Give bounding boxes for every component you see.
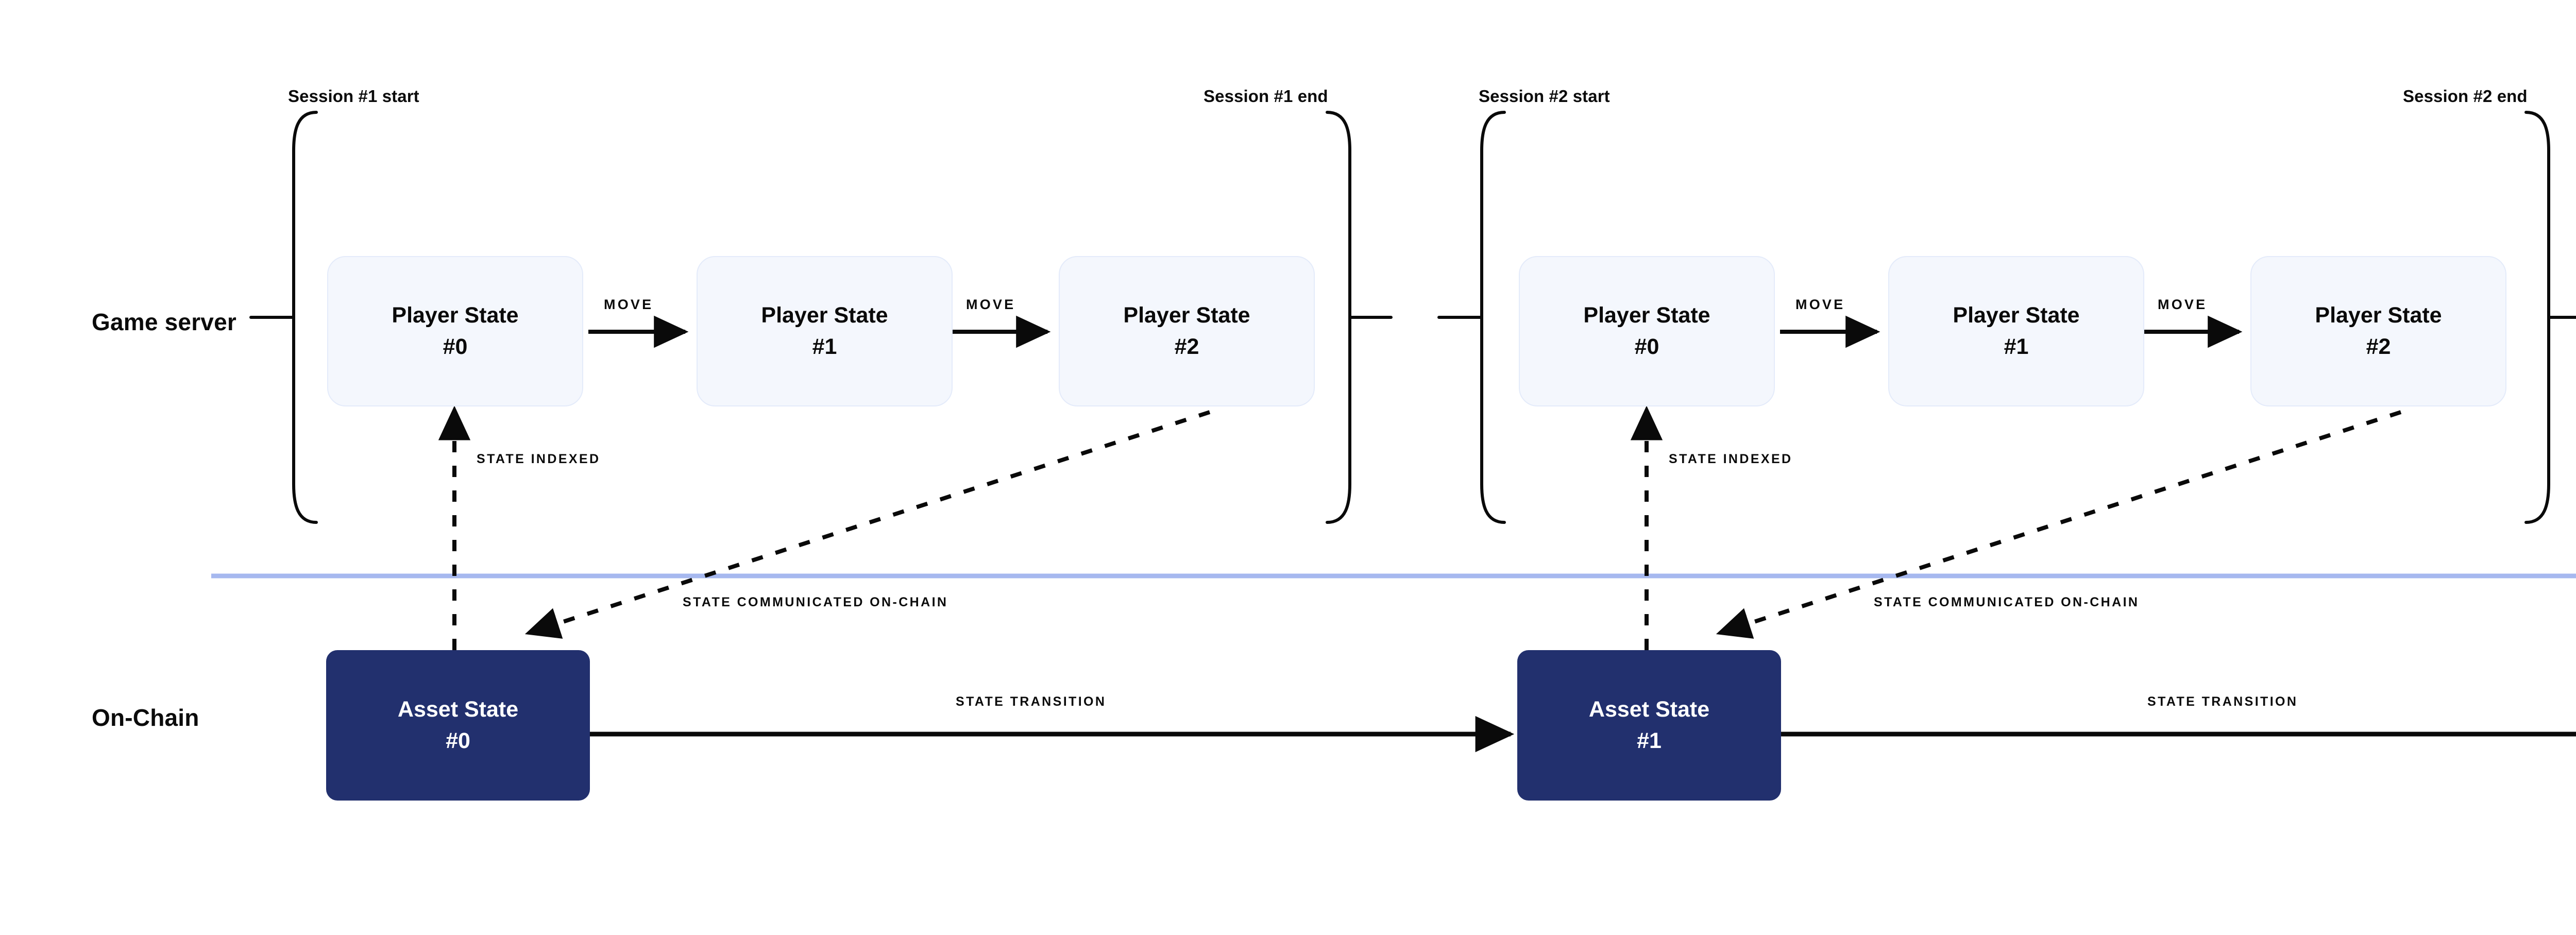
player-state-title: Player State bbox=[1953, 302, 2080, 328]
player-state-title: Player State bbox=[1583, 302, 1710, 328]
move-label-s1-1: MOVE bbox=[604, 297, 654, 312]
move-label-s1-2: MOVE bbox=[966, 297, 1016, 312]
move-label-s2-1: MOVE bbox=[1795, 297, 1845, 312]
player-state-box-s1-1[interactable]: Player State #1 bbox=[697, 256, 953, 406]
state-indexed-label-s1: STATE INDEXED bbox=[477, 452, 601, 466]
asset-state-box-0[interactable]: Asset State #0 bbox=[326, 650, 590, 801]
player-state-index: #0 bbox=[443, 334, 468, 359]
session-2-start-caption: Session #2 start bbox=[1479, 87, 1610, 106]
state-transition-label-2: STATE TRANSITION bbox=[2147, 694, 2298, 709]
player-state-box-s2-0[interactable]: Player State #0 bbox=[1519, 256, 1775, 406]
player-state-box-s2-1[interactable]: Player State #1 bbox=[1888, 256, 2144, 406]
session-2-bracket bbox=[1437, 111, 1506, 524]
player-state-title: Player State bbox=[392, 302, 519, 328]
state-indexed-label-s2: STATE INDEXED bbox=[1669, 452, 1793, 466]
player-state-box-s1-0[interactable]: Player State #0 bbox=[327, 256, 583, 406]
player-state-index: #0 bbox=[1634, 334, 1659, 359]
session-1-end-bracket bbox=[1326, 111, 1393, 524]
player-state-box-s2-2[interactable]: Player State #2 bbox=[2250, 256, 2506, 406]
state-communicated-label-s2: STATE COMMUNICATED ON-CHAIN bbox=[1874, 595, 2140, 609]
state-transition-label-1: STATE TRANSITION bbox=[956, 694, 1107, 709]
session-1-bracket bbox=[249, 111, 318, 524]
asset-state-title: Asset State bbox=[397, 696, 519, 722]
player-state-index: #2 bbox=[1174, 334, 1199, 359]
player-state-title: Player State bbox=[2315, 302, 2442, 328]
player-state-index: #1 bbox=[812, 334, 837, 359]
session-1-start-caption: Session #1 start bbox=[288, 87, 419, 106]
player-state-index: #2 bbox=[2366, 334, 2391, 359]
session-2-end-bracket bbox=[2524, 111, 2576, 524]
row-label-game-server: Game server bbox=[92, 309, 236, 335]
asset-state-index: #1 bbox=[1637, 728, 1662, 753]
asset-state-box-1[interactable]: Asset State #1 bbox=[1517, 650, 1781, 801]
state-communicated-label-s1: STATE COMMUNICATED ON-CHAIN bbox=[683, 595, 948, 609]
session-1-end-caption: Session #1 end bbox=[1204, 87, 1328, 106]
player-state-index: #1 bbox=[2004, 334, 2029, 359]
player-state-title: Player State bbox=[761, 302, 888, 328]
asset-state-index: #0 bbox=[446, 728, 470, 753]
player-state-box-s1-2[interactable]: Player State #2 bbox=[1059, 256, 1315, 406]
row-label-on-chain: On-Chain bbox=[92, 704, 199, 731]
asset-state-title: Asset State bbox=[1588, 696, 1710, 722]
player-state-title: Player State bbox=[1123, 302, 1250, 328]
move-label-s2-2: MOVE bbox=[2158, 297, 2208, 312]
session-2-end-caption: Session #2 end bbox=[2403, 87, 2528, 106]
